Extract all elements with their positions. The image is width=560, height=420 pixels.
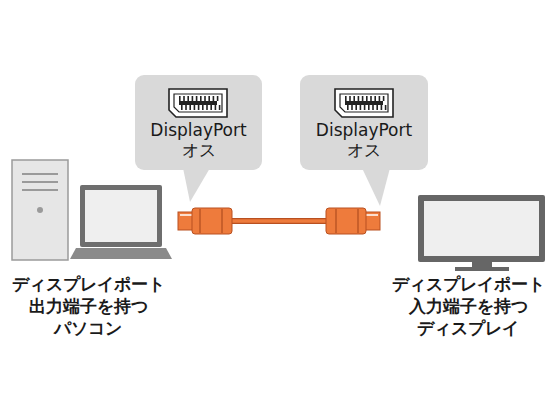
monitor-stand [455, 267, 509, 271]
laptop-frame [80, 185, 162, 247]
device-caption: ディスプレイポート 入力端子を持つ ディスプレイ [392, 273, 545, 339]
device-caption: ディスプレイポート 出力端子を持つ パソコン [12, 273, 165, 339]
cable-wire [228, 219, 330, 223]
pc-tower [12, 160, 68, 260]
cable [178, 208, 380, 234]
connector-groove [221, 209, 223, 233]
tower-body [12, 160, 68, 260]
connector-body [192, 208, 232, 234]
connector-groove [199, 209, 201, 233]
laptop-base [70, 248, 172, 259]
laptop-screen [85, 190, 157, 242]
connector-groove [357, 209, 359, 233]
power-button [37, 207, 43, 213]
plug-highlight [366, 214, 378, 216]
connector-groove [335, 209, 337, 233]
plug-highlight [180, 214, 192, 216]
connector-gender: オス [182, 140, 216, 160]
cable-outline [228, 218, 330, 224]
connector-body [326, 208, 366, 234]
drive-slot [22, 173, 58, 175]
callout-bubble: DisplayPortオス [300, 75, 428, 170]
connector-name: DisplayPort [150, 120, 246, 140]
drive-slot [22, 189, 58, 191]
connector-name: DisplayPort [316, 120, 412, 140]
monitor [418, 195, 545, 271]
monitor-frame [418, 195, 545, 262]
bubble-tail [183, 168, 210, 202]
callout-bubble: DisplayPortオス [135, 75, 262, 170]
connector-gender: オス [347, 140, 381, 160]
laptop [70, 185, 172, 259]
drive-slot [22, 181, 58, 183]
monitor-screen [424, 201, 539, 256]
monitor-neck [472, 262, 492, 267]
bubble-tail [362, 168, 390, 206]
